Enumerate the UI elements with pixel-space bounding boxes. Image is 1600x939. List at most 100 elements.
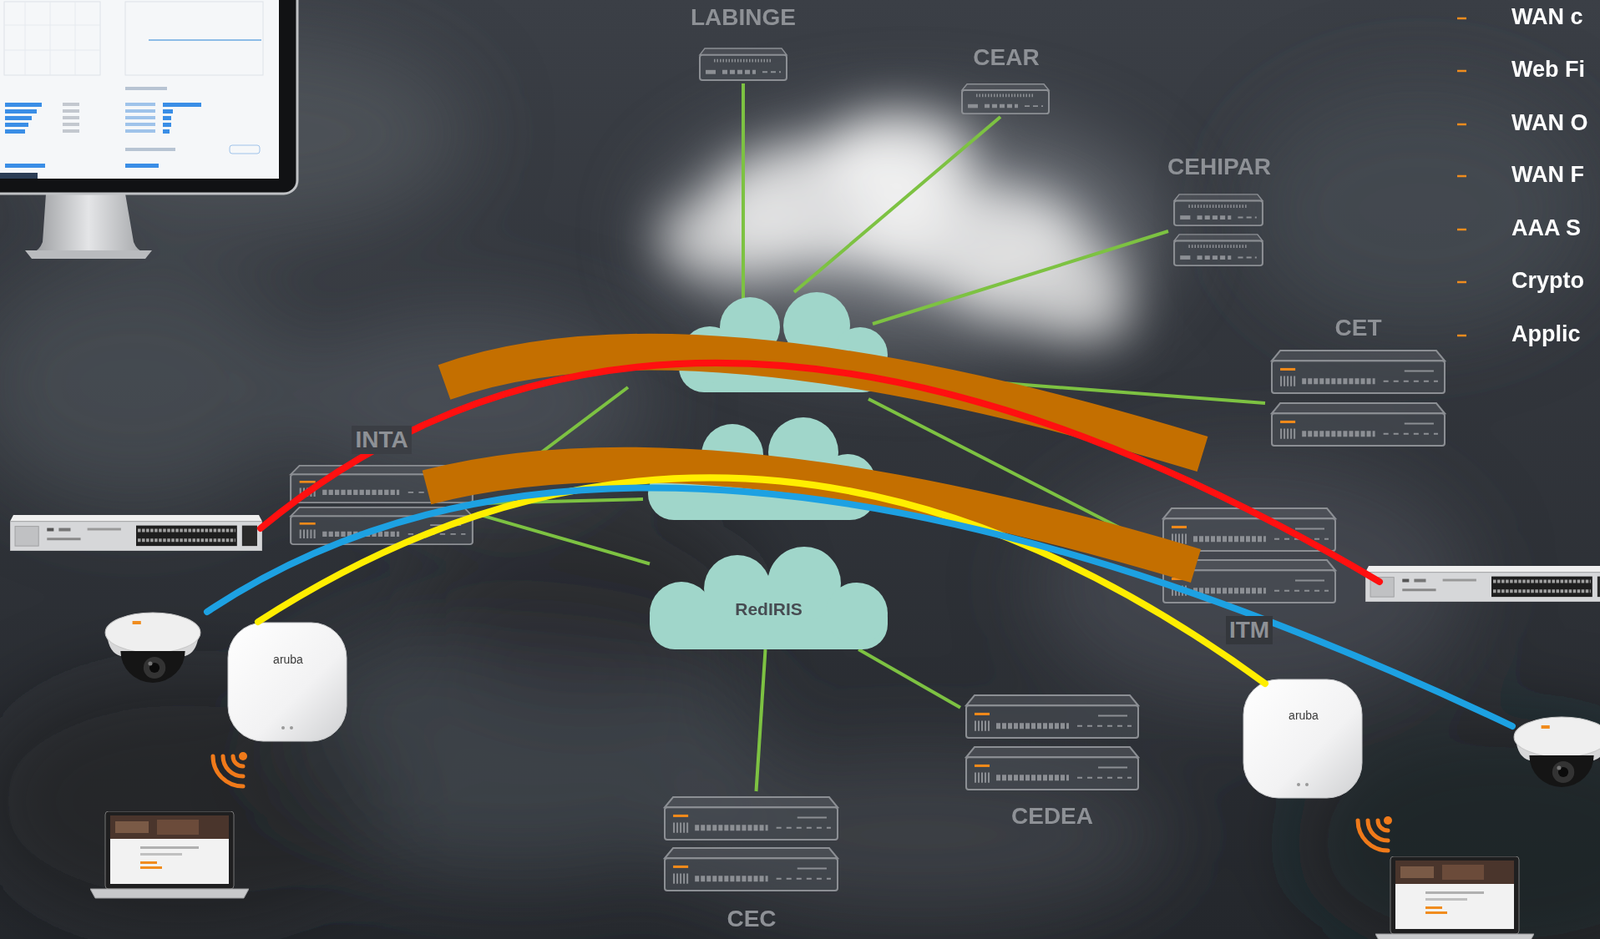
monitor-illustration [125, 122, 156, 127]
monitor-illustration [125, 116, 156, 120]
site-node: LABINGE [683, 3, 804, 84]
monitor-illustration [25, 250, 152, 259]
feature-item: Applic [1511, 320, 1581, 348]
site-equipment [664, 848, 838, 892]
feature-item: WAN F [1511, 161, 1585, 188]
site-equipment [1174, 194, 1263, 226]
white-cloud [659, 196, 811, 280]
site-equipment [290, 48, 1445, 892]
site-equipment [1271, 350, 1445, 394]
monitor-illustration [125, 86, 168, 91]
label-slot: WAN c [1511, 3, 1584, 31]
list-bullet [1457, 334, 1467, 338]
tunnel-arcs [207, 487, 1513, 727]
monitor-illustration [4, 1, 101, 76]
cloud-shape [649, 546, 888, 650]
endpoint-devices [10, 515, 263, 552]
network-link [794, 116, 1001, 293]
site-node: CEC [658, 791, 846, 934]
network-link [756, 649, 766, 792]
monitor-illustration [33, 193, 144, 253]
network-link [741, 83, 745, 301]
monitor-illustration [162, 129, 170, 134]
endpoint-devices [90, 811, 249, 899]
monitor-illustration [5, 122, 29, 127]
monitor-illustration [125, 163, 159, 168]
monitor-illustration [5, 102, 42, 107]
site-name: CEC [723, 905, 780, 934]
label-slot: AAA S [1511, 214, 1581, 242]
endpoint-devices [227, 622, 347, 742]
feature-item: WAN c [1511, 3, 1584, 31]
network-link [479, 515, 650, 565]
label-slot: Web Fi [1511, 55, 1585, 83]
list-bullet [1457, 17, 1467, 21]
site-node: CEDEA [960, 689, 1145, 831]
site-name: CET [1331, 313, 1386, 343]
feature-item: WAN O [1511, 109, 1589, 137]
label-slot: Crypto [1511, 267, 1585, 294]
site-equipment [966, 695, 1139, 739]
monitor-illustration [148, 39, 262, 41]
monitor-illustration [5, 109, 37, 114]
monitor-illustration [0, 172, 38, 179]
endpoint-devices [10, 515, 1600, 939]
endpoint-devices [1513, 717, 1600, 788]
site-equipment [962, 84, 1049, 114]
site-equipment [664, 797, 838, 841]
monitor-illustration [5, 129, 26, 134]
cloud-shape [649, 582, 714, 646]
site-name: CEAR [969, 43, 1043, 72]
monitor-illustration [0, 0, 298, 194]
endpoint-devices [1243, 679, 1363, 799]
site-name: ITM [1225, 616, 1273, 645]
network-link [872, 231, 1169, 325]
feature-item: Web Fi [1511, 55, 1585, 83]
site-node: CEAR [951, 43, 1061, 117]
endpoint-devices [1365, 566, 1600, 603]
endpoint-devices [1357, 816, 1393, 851]
list-bullet [1457, 18, 1467, 336]
brand-logo: aruba [1288, 708, 1319, 723]
site-node: ITM [1156, 502, 1342, 645]
monitor-illustration [5, 163, 46, 168]
site-node: INTA [283, 425, 480, 548]
site-equipment [1174, 234, 1263, 266]
monitor-illustration [125, 129, 156, 133]
monitor-illustration [4, 1, 101, 76]
label-slot: aruba [273, 653, 304, 667]
feature-item: Crypto [1511, 267, 1585, 294]
tunnel-arcs [258, 477, 1266, 684]
site-equipment [699, 48, 787, 81]
label-slot: Applic [1511, 320, 1581, 348]
monitor-illustration [62, 122, 80, 127]
feature-item: AAA S [1511, 214, 1581, 242]
endpoint-devices [1375, 856, 1535, 939]
monitor-illustration [0, 0, 279, 179]
brand-logo: aruba [273, 653, 304, 667]
site-node: CET [1265, 313, 1452, 451]
monitor-illustration [125, 109, 156, 113]
monitor-illustration [229, 145, 260, 154]
storm-clouds [0, 258, 301, 510]
monitor-illustration [162, 116, 172, 121]
monitor-illustration [62, 109, 80, 113]
site-name: CEHIPAR [1164, 152, 1275, 182]
list-bullet [1457, 228, 1467, 232]
monitor-illustration [162, 102, 202, 107]
site-name: CEDEA [1007, 802, 1097, 831]
tunnel-arcs [260, 363, 1380, 583]
monitor-illustration [162, 122, 172, 127]
label-slot: WAN O [1511, 109, 1589, 137]
network-cloud: RedIRIS [649, 546, 888, 650]
monitor-illustration [62, 129, 80, 133]
monitor-illustration [162, 109, 173, 114]
monitor-illustration [62, 102, 80, 107]
monitor-illustration [0, 0, 298, 259]
white-cloud [1035, 292, 1136, 343]
label-slot: aruba [1288, 708, 1319, 723]
monitor-illustration [62, 116, 80, 120]
monitor-illustration [125, 102, 156, 107]
